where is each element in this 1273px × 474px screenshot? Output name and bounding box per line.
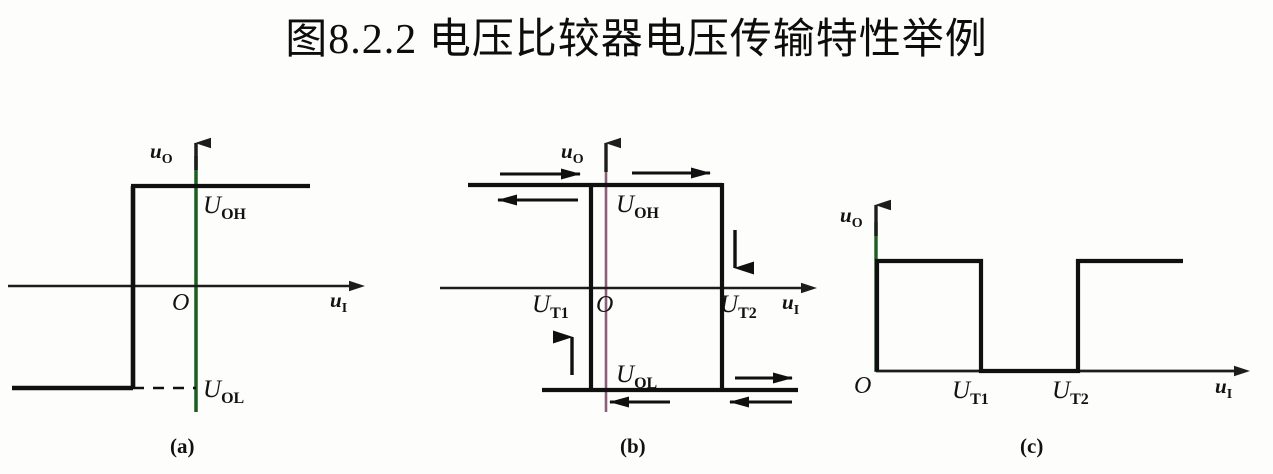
panel-a-y-axis-label: uO xyxy=(150,139,173,167)
panel-b-caption: (b) xyxy=(620,434,646,458)
panel-a-svg: uO uI O UOH UOL xyxy=(8,137,365,412)
panel-c-transfer-curve xyxy=(874,258,1183,374)
panel-b-uoh-label: UOH xyxy=(616,191,660,222)
panel-b-svg: uO uI O UOH UOL UT1 UT2 xyxy=(440,137,817,412)
panel-b-hysteresis-transfer-curve: uO uI O UOH UOL UT1 UT2 (b) xyxy=(420,0,840,474)
panel-b-ut2-label: UT2 xyxy=(720,291,757,322)
panel-b-y-axis-label: uO xyxy=(561,139,584,167)
panel-c-y-axis-label: uO xyxy=(840,203,863,231)
panel-c-caption: (c) xyxy=(1020,434,1044,458)
panel-c-origin-label: O xyxy=(854,373,871,399)
panel-c-svg: uO uI O UT1 UT2 xyxy=(840,199,1250,408)
panel-b-origin-label: O xyxy=(596,292,613,318)
panel-b-x-axis-label: uI xyxy=(782,290,799,318)
panel-a-uol-label: UOL xyxy=(203,376,244,407)
panel-a-uoh-label: UOH xyxy=(203,192,247,223)
panel-a-origin-label: O xyxy=(172,290,189,316)
panel-a-caption: (a) xyxy=(170,434,195,458)
figure-title: 图8.2.2 电压比较器电压传输特性举例 xyxy=(285,17,988,63)
panel-c-window-comparator-transfer-curve: uO uI O UT1 UT2 (c) xyxy=(840,0,1273,474)
panel-a-x-axis-label: uI xyxy=(330,288,347,316)
panel-c-ut1-label: UT1 xyxy=(952,377,989,408)
panel-b-uol-label: UOL xyxy=(616,361,657,392)
panel-b-ut1-label: UT1 xyxy=(532,291,569,322)
panel-c-ut2-label: UT2 xyxy=(1052,377,1089,408)
panel-a-single-threshold-transfer-curve: uO uI O UOH UOL (a) xyxy=(0,0,420,474)
panel-c-x-axis-label: uI xyxy=(1215,374,1232,402)
